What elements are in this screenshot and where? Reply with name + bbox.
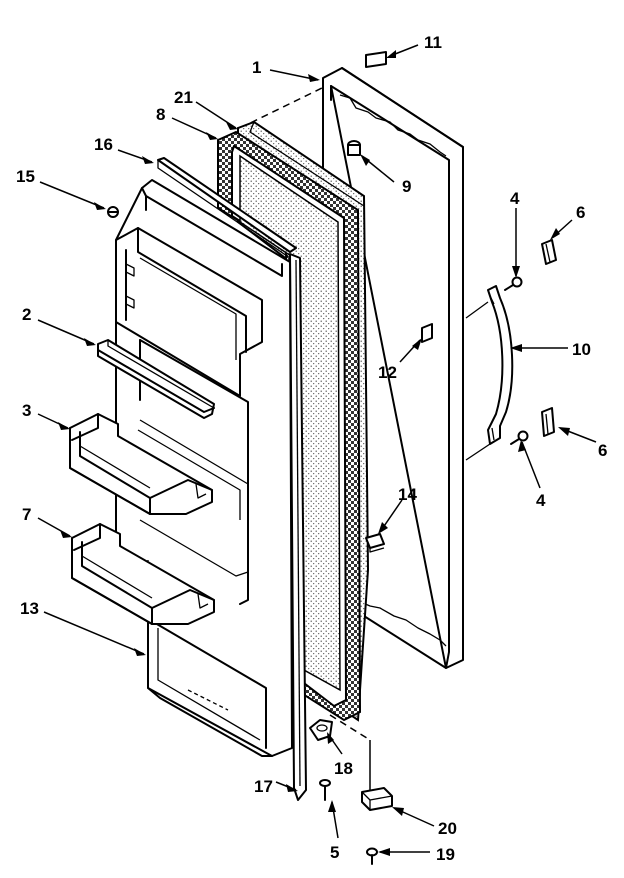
callout-10: 10 <box>572 340 591 359</box>
callout-9: 9 <box>402 177 411 196</box>
callout-17: 17 <box>254 777 273 796</box>
callout-6-lower: 6 <box>598 441 607 460</box>
callout-arrowheads <box>58 50 570 856</box>
callout-8: 8 <box>156 105 165 124</box>
callout-16: 16 <box>94 135 113 154</box>
callout-13: 13 <box>20 599 39 618</box>
part-end-cap-lower <box>541 407 555 437</box>
callout-11: 11 <box>424 33 442 52</box>
callout-19: 19 <box>436 845 455 864</box>
part-hinge-bushing-18 <box>309 719 333 741</box>
part-handle-screw-lower <box>510 430 529 445</box>
part-door-bin-lower <box>71 523 215 625</box>
callout-12: 12 <box>378 363 397 382</box>
part-clip-12 <box>421 323 433 343</box>
part-screw-5 <box>319 779 331 801</box>
part-end-cap-upper <box>541 239 557 265</box>
part-plug-9 <box>347 140 361 156</box>
callout-1: 1 <box>252 58 261 77</box>
part-side-trim <box>289 253 307 801</box>
part-hinge-bracket-20 <box>361 787 393 811</box>
callout-5: 5 <box>330 843 339 862</box>
alignment-line-bottom <box>329 714 371 741</box>
part-screw-15 <box>107 206 119 218</box>
callout-2: 2 <box>22 305 31 324</box>
callout-21: 21 <box>174 88 193 107</box>
part-top-trim <box>157 157 297 259</box>
callout-3: 3 <box>22 401 31 420</box>
callout-7: 7 <box>22 505 31 524</box>
part-door-bin-upper <box>69 413 213 515</box>
part-clip-14 <box>365 533 385 553</box>
callout-15: 15 <box>16 167 35 186</box>
part-screw-19 <box>366 847 378 865</box>
callout-6-upper: 6 <box>576 203 585 222</box>
callout-4-lower: 4 <box>536 491 546 510</box>
part-label-plate <box>365 51 387 68</box>
callout-labels: 11 1 21 8 16 15 9 4 6 2 10 12 3 6 4 14 7… <box>16 33 607 864</box>
callout-4-upper: 4 <box>510 189 520 208</box>
callout-14: 14 <box>398 485 417 504</box>
callout-20: 20 <box>438 819 457 838</box>
part-shelf-retainer-bar <box>97 339 215 419</box>
part-door-handle <box>465 285 514 461</box>
part-handle-screw-upper <box>504 276 523 291</box>
callout-18: 18 <box>334 759 353 778</box>
